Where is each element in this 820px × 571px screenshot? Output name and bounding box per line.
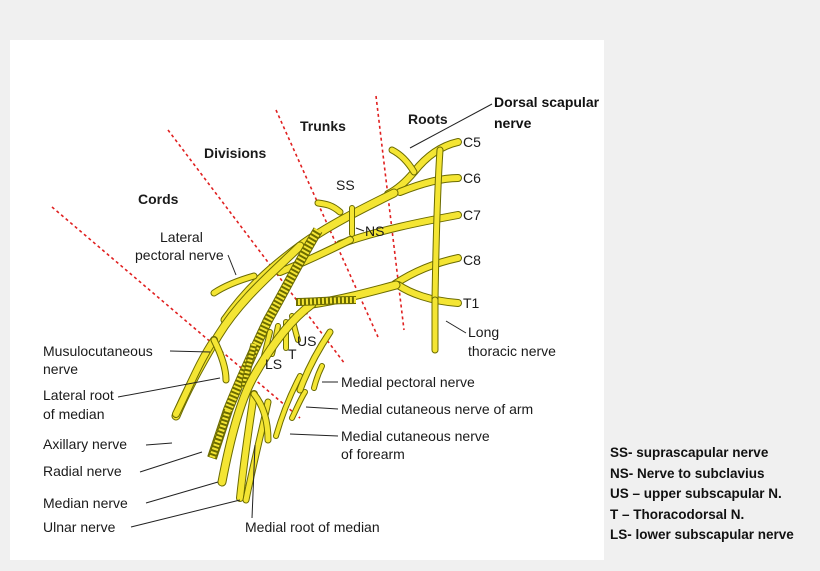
lateral-pectoral-label: Lateral: [160, 229, 203, 245]
root-c8-nerve: [392, 255, 461, 287]
root-t1-nerve: [395, 282, 461, 306]
ns-label: NS: [365, 223, 384, 239]
lateral-pectoral-label-2: pectoral nerve: [135, 247, 224, 263]
median-label: Median nerve: [43, 495, 128, 511]
dorsal-scapular-leader: [409, 103, 493, 149]
root-label-t1: T1: [463, 295, 480, 311]
abbreviation-legend: SS- suprascapular nerve NS- Nerve to sub…: [610, 443, 794, 546]
medial-pectoral-label: Medial pectoral nerve: [341, 374, 475, 390]
legend-item-t: T – Thoracodorsal N.: [610, 506, 745, 522]
long-thoracic-label: Long: [468, 324, 499, 340]
medial-pectoral-nerve: [312, 364, 324, 390]
radial-nerve: [209, 409, 231, 459]
root-label-c5: C5: [463, 134, 481, 150]
middle-trunk-nerve: [277, 237, 353, 275]
nerve-network: [171, 138, 462, 504]
root-label-c8: C8: [463, 252, 481, 268]
medial-branch-nerve: [297, 329, 333, 393]
ss-label: SS: [336, 177, 355, 193]
ls-label: LS: [265, 356, 282, 372]
musculocutaneous-label: Musulocutaneous: [43, 343, 153, 359]
suprascapular-nerve: [315, 200, 343, 215]
radial-label: Radial nerve: [43, 463, 122, 479]
medial-cut-arm-leader: [305, 406, 339, 410]
t-label: T: [288, 346, 297, 362]
medial-cut-forearm-label-2: of forearm: [341, 446, 405, 462]
musculocutaneous-nerve: [173, 337, 217, 417]
section-dividers: [51, 95, 405, 419]
lateral-root-label-2: of median: [43, 406, 104, 422]
divisions-header: Divisions: [204, 145, 266, 161]
lateral-root-nerve: [211, 337, 229, 383]
medial-cut-forearm-label: Medial cutaneous nerve: [341, 428, 490, 444]
legend-item-ns: NS- Nerve to subclavius: [610, 465, 765, 481]
trunks-header: Trunks: [300, 118, 346, 134]
roots-header: Roots: [408, 111, 448, 127]
long-thoracic-label-2: thoracic nerve: [468, 343, 556, 359]
divider-cords: [51, 206, 301, 419]
dorsal-scapular-label-2: nerve: [494, 115, 532, 131]
musculocutaneous-leader: [169, 350, 211, 353]
root-label-c6: C6: [463, 170, 481, 186]
median-lower-nerve: [237, 391, 257, 501]
long-thoracic-c5-nerve: [432, 147, 443, 303]
medial-root-label: Medial root of median: [245, 519, 380, 535]
divider-divisions: [167, 129, 346, 365]
ulnar-leader: [130, 499, 241, 528]
medial-cord-hatch-nerve: [295, 297, 357, 305]
ns-leader: [355, 227, 365, 232]
cords-header: Cords: [138, 191, 179, 207]
us-label: US: [297, 333, 316, 349]
medial-root-leader: [251, 444, 256, 519]
medial-cord-nerve: [218, 300, 316, 486]
medial-cut-forearm-leader: [289, 433, 339, 437]
dorsal-scapular-nerve: [389, 147, 417, 175]
root-c6-nerve: [397, 175, 461, 195]
dorsal-scapular-label: Dorsal scapular: [494, 94, 600, 110]
axillary-label: Axillary nerve: [43, 436, 127, 452]
divider-roots: [375, 95, 405, 331]
legend-item-ls: LS- lower subscapular nerve: [610, 527, 794, 542]
lateral-root-label: Lateral root: [43, 387, 114, 403]
lateral-pectoral-nerve: [211, 273, 257, 296]
medial-cut-arm-label: Medial cutaneous nerve of arm: [341, 401, 533, 417]
medial-root-nerve: [251, 391, 271, 443]
medial-cut-arm-nerve: [290, 390, 307, 420]
ulnar-label: Ulnar nerve: [43, 519, 116, 535]
root-label-c7: C7: [463, 207, 481, 223]
legend-item-us: US – upper subscapular N.: [610, 486, 782, 501]
radial-leader: [139, 451, 203, 473]
lateral-pectoral-leader: [227, 254, 237, 276]
median-leader: [145, 481, 219, 504]
medial-cut-forearm-nerve: [274, 374, 302, 438]
axillary-leader: [145, 442, 173, 446]
legend-item-ss: SS- suprascapular nerve: [610, 445, 769, 460]
lateral-root-leader: [117, 377, 221, 398]
musculocutaneous-label-2: nerve: [43, 361, 78, 377]
long-thoracic-leader: [445, 320, 467, 334]
